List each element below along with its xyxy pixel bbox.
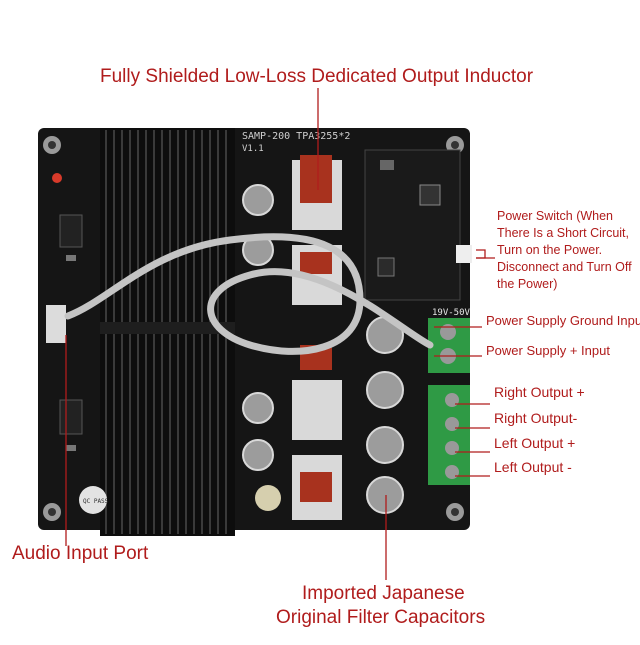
qc-pass-text: QC PASS bbox=[83, 498, 109, 505]
power-terminal bbox=[428, 318, 470, 373]
left-output-plus-label: Left Output + bbox=[494, 435, 576, 451]
power-switch-label: Power Switch (When There Is a Short Circ… bbox=[497, 209, 632, 291]
power-switch-area bbox=[364, 149, 472, 301]
audio-input-connector bbox=[46, 305, 66, 343]
plus-input-label: Power Supply + Input bbox=[486, 343, 610, 358]
audio-cable bbox=[64, 233, 434, 355]
board-model-text: SAMP-200 TPA3255*2 bbox=[242, 131, 350, 142]
inductor-label: Fully Shielded Low-Loss Dedicated Output… bbox=[100, 66, 534, 87]
capacitors-label-line1: Imported Japanese bbox=[302, 583, 465, 604]
speaker-terminal bbox=[428, 385, 470, 485]
heatsink bbox=[100, 128, 235, 536]
right-output-plus-label: Right Output + bbox=[494, 384, 585, 400]
callout-lines bbox=[65, 88, 495, 580]
left-output-minus-label: Left Output - bbox=[494, 459, 572, 475]
capacitors-label-line2: Original Filter Capacitors bbox=[276, 607, 486, 628]
audio-input-label: Audio Input Port bbox=[12, 543, 149, 564]
right-output-minus-label: Right Output- bbox=[494, 410, 578, 426]
mounting-holes bbox=[43, 136, 464, 521]
power-switch bbox=[456, 245, 472, 263]
ground-input-label: Power Supply Ground Input bbox=[486, 313, 640, 328]
board-version-text: V1.1 bbox=[242, 144, 264, 154]
qc-pass-sticker bbox=[79, 486, 107, 514]
voltage-text: 19V-50V bbox=[432, 308, 471, 318]
